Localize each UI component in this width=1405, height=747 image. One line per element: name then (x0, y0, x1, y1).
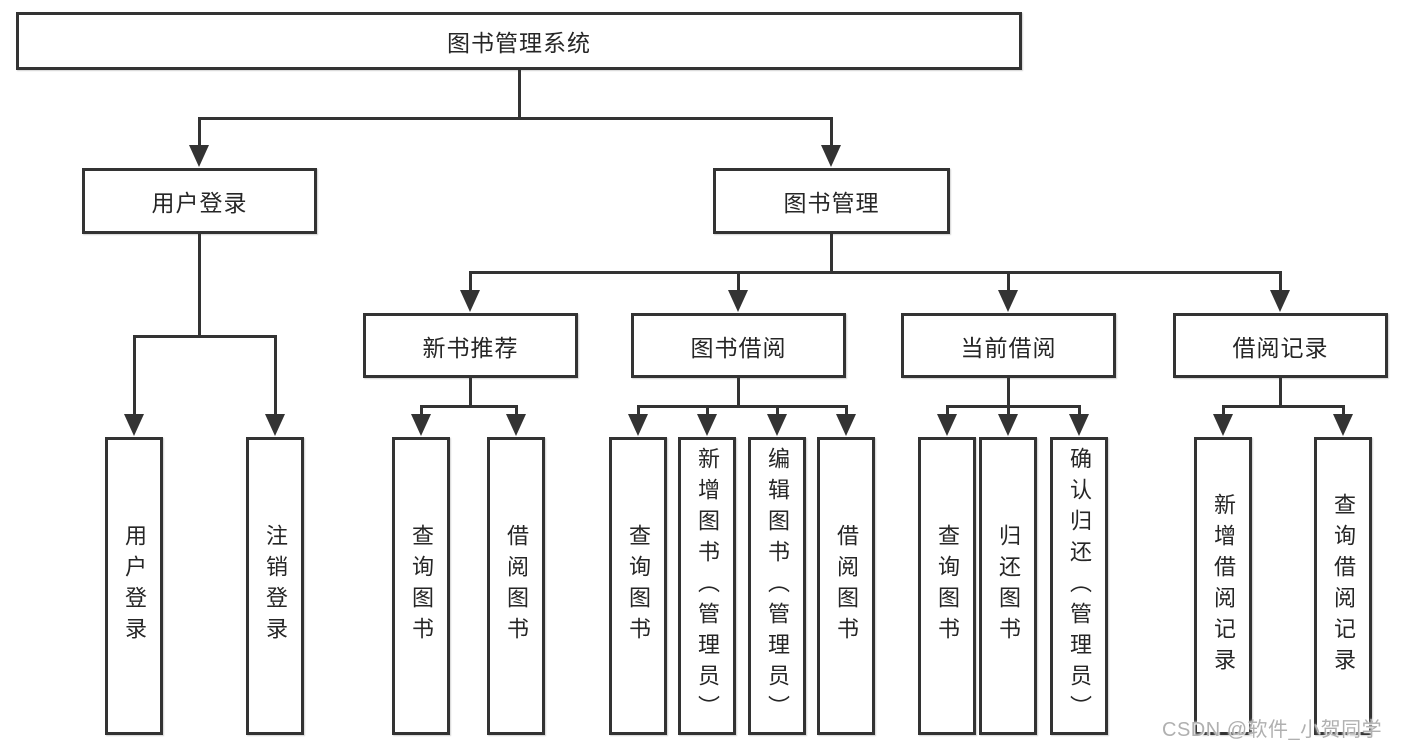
leaf-user-login: 用户登录 (105, 437, 163, 735)
leaf-query-books-recommend: 查询图书 (392, 437, 450, 735)
leaf-query-books-borrowing: 查询图书 (609, 437, 667, 735)
connector-arrow (460, 273, 480, 312)
connector-hline (946, 405, 1081, 408)
connector-arrow (728, 273, 748, 312)
leaf-confirm-return-admin: 确认归还（管理员） (1050, 437, 1108, 735)
connector-hline (469, 271, 1282, 274)
leaf-query-borrow-record: 查询借阅记录 (1314, 437, 1372, 735)
leaf-query-books-current: 查询图书 (918, 437, 976, 735)
leaf-return-book: 归还图书 (979, 437, 1037, 735)
node-current-borrowing: 当前借阅 (901, 313, 1116, 378)
leaf-borrow-books-recommend: 借阅图书 (487, 437, 545, 735)
connector-arrow (697, 407, 717, 436)
connector-hline (637, 405, 848, 408)
connector-hline (1222, 405, 1345, 408)
connector-arrow (998, 273, 1018, 312)
leaf-add-book-admin: 新增图书（管理员） (678, 437, 736, 735)
connector-arrow (265, 336, 285, 436)
node-library-system-root: 图书管理系统 (16, 12, 1022, 70)
connector-arrow (1333, 407, 1353, 436)
connector-hline (133, 335, 277, 338)
connector-vline (1279, 378, 1282, 408)
node-borrowing-records: 借阅记录 (1173, 313, 1388, 378)
leaf-add-borrow-record: 新增借阅记录 (1194, 437, 1252, 735)
watermark: CSDN @软件_小贺同学 (1162, 719, 1383, 741)
connector-hline (420, 405, 518, 408)
node-new-book-recommend: 新书推荐 (363, 313, 578, 378)
node-user-login: 用户登录 (82, 168, 317, 234)
connector-vline (1007, 378, 1010, 408)
leaf-borrow-books-borrowing: 借阅图书 (817, 437, 875, 735)
connector-arrow (1069, 407, 1089, 436)
connector-vline (518, 70, 521, 118)
connector-hline (198, 117, 833, 120)
connector-arrow (998, 407, 1018, 436)
node-book-management: 图书管理 (713, 168, 950, 234)
connector-vline (737, 378, 740, 408)
connector-vline (469, 378, 472, 408)
connector-arrow (821, 118, 841, 167)
connector-arrow (506, 407, 526, 436)
connector-arrow (1270, 273, 1290, 312)
connector-arrow (124, 336, 144, 436)
connector-arrow (836, 407, 856, 436)
connector-arrow (937, 407, 957, 436)
connector-arrow (411, 407, 431, 436)
node-book-borrowing: 图书借阅 (631, 313, 846, 378)
connector-arrow (628, 407, 648, 436)
connector-vline (198, 234, 201, 337)
connector-arrow (1213, 407, 1233, 436)
connector-arrow (767, 407, 787, 436)
leaf-logout: 注销登录 (246, 437, 304, 735)
leaf-edit-book-admin: 编辑图书（管理员） (748, 437, 806, 735)
connector-arrow (189, 118, 209, 167)
connector-vline (830, 234, 833, 274)
